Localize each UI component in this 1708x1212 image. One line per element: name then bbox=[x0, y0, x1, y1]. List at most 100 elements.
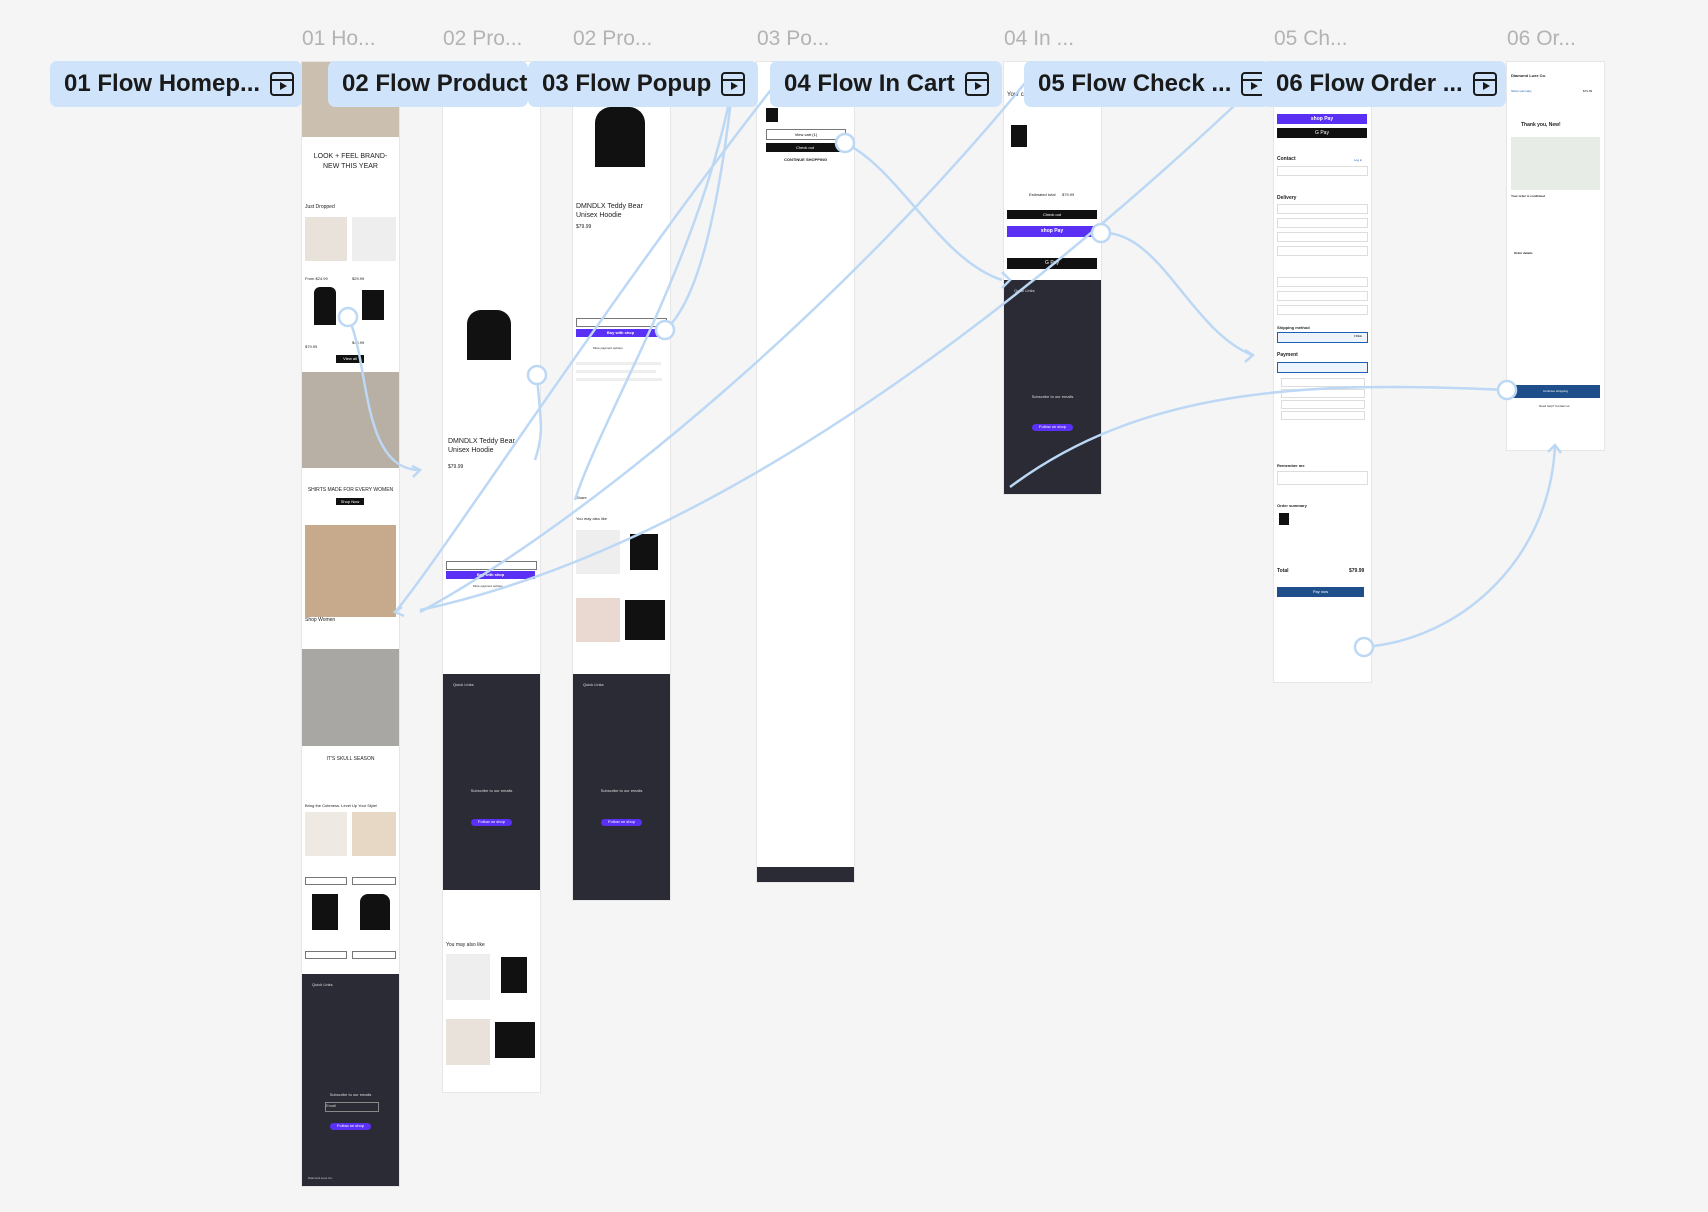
flow-in-cart-label[interactable]: 04 Flow In Cart bbox=[770, 61, 1002, 107]
state-field[interactable] bbox=[1277, 291, 1368, 301]
google-pay-button[interactable]: G Pay bbox=[1007, 258, 1097, 269]
pay-now-button[interactable]: Pay now bbox=[1277, 587, 1364, 597]
product-image[interactable] bbox=[495, 1022, 535, 1058]
zip-field[interactable] bbox=[1277, 305, 1368, 315]
frame-product[interactable]: DMNDLX Teddy Bear Unisex Hoodie $79.99 B… bbox=[443, 62, 540, 1092]
follow-on-shop-button[interactable]: Follow on shop bbox=[1032, 424, 1073, 431]
city-field[interactable] bbox=[1277, 277, 1368, 287]
more-payment-link[interactable]: More payment options bbox=[593, 346, 623, 350]
product-image[interactable] bbox=[360, 894, 390, 930]
shipping-method-heading: Shipping method bbox=[1277, 325, 1310, 330]
flow-product-label[interactable]: 02 Flow Product bbox=[328, 61, 528, 107]
frame-title-order[interactable]: 06 Or... bbox=[1507, 27, 1576, 50]
remember-me-checkbox[interactable] bbox=[1277, 471, 1368, 485]
flow-play-icon[interactable] bbox=[964, 72, 989, 96]
first-name-field[interactable] bbox=[1277, 218, 1368, 228]
flow-play-icon[interactable] bbox=[270, 72, 295, 96]
security-code-field[interactable] bbox=[1281, 400, 1365, 409]
frame-title-home[interactable]: 01 Ho... bbox=[302, 27, 376, 50]
product-image[interactable] bbox=[352, 812, 396, 856]
frame-title-product-1[interactable]: 02 Pro... bbox=[443, 27, 523, 50]
men-banner-image bbox=[302, 372, 399, 468]
frame-title-popup[interactable]: 03 Po... bbox=[757, 27, 830, 50]
google-pay-button[interactable]: G Pay bbox=[1277, 128, 1367, 138]
buy-with-shop-button[interactable]: Buy with shop bbox=[576, 329, 665, 337]
flow-label-text: 06 Flow Order ... bbox=[1276, 70, 1463, 97]
follow-on-shop-button[interactable]: Follow on shop bbox=[330, 1123, 371, 1130]
credit-card-option[interactable] bbox=[1277, 362, 1368, 373]
check-out-button[interactable]: Check out bbox=[766, 143, 844, 152]
add-to-cart-button[interactable] bbox=[305, 877, 347, 885]
choose-options-button[interactable] bbox=[352, 951, 396, 959]
thank-you-heading: Thank you, New! bbox=[1521, 122, 1561, 128]
choose-options-button[interactable] bbox=[305, 951, 347, 959]
shop-now-button[interactable]: Shop Now bbox=[336, 498, 364, 505]
card-number-field[interactable] bbox=[1281, 378, 1365, 387]
product-image[interactable] bbox=[305, 217, 347, 261]
frame-title-in-cart[interactable]: 04 In ... bbox=[1004, 27, 1075, 50]
flow-homepage-label[interactable]: 01 Flow Homep... bbox=[50, 61, 302, 107]
product-image[interactable] bbox=[625, 600, 665, 640]
product-image[interactable] bbox=[501, 957, 527, 993]
product-image[interactable] bbox=[446, 1019, 490, 1065]
subscribe-heading: Subscribe to our emails bbox=[1031, 394, 1074, 399]
flow-popup-label[interactable]: 03 Flow Popup bbox=[528, 61, 758, 107]
check-out-button[interactable]: Check out bbox=[1007, 210, 1097, 219]
product-image[interactable] bbox=[352, 217, 396, 261]
follow-on-shop-button[interactable]: Follow on shop bbox=[601, 819, 642, 826]
product-image[interactable] bbox=[362, 290, 384, 320]
address-field[interactable] bbox=[1277, 246, 1368, 256]
shipping-price: FREE bbox=[1354, 334, 1363, 338]
frame-title-product-2[interactable]: 02 Pro... bbox=[573, 27, 653, 50]
product-image[interactable] bbox=[630, 534, 658, 570]
frame-title-checkout[interactable]: 05 Ch... bbox=[1274, 27, 1348, 50]
shipping-option[interactable] bbox=[1277, 332, 1368, 343]
flow-label-text: 02 Flow Product bbox=[342, 70, 528, 97]
remember-me-heading: Remember me bbox=[1277, 463, 1305, 468]
frame-order[interactable]: Diamond Luxe Co. Show summary $79.99 Tha… bbox=[1507, 62, 1604, 450]
continue-shopping-button[interactable]: Continue shopping bbox=[1511, 385, 1600, 398]
email-input[interactable]: Email bbox=[325, 1102, 379, 1112]
hero-title: LOOK + FEEL BRAND-NEW THIS YEAR bbox=[313, 153, 388, 170]
name-on-card-field[interactable] bbox=[1281, 411, 1365, 420]
flow-play-icon[interactable] bbox=[1472, 72, 1497, 96]
email-field[interactable] bbox=[1277, 166, 1368, 176]
frame-homepage[interactable]: LOOK + FEEL BRAND-NEW THIS YEAR Just Dro… bbox=[302, 62, 399, 1186]
product-image[interactable] bbox=[446, 954, 490, 1000]
connection-handle bbox=[337, 306, 359, 328]
shop-women-link[interactable]: Shop Women bbox=[305, 617, 336, 623]
view-all-button[interactable]: View all bbox=[336, 355, 364, 363]
shop-pay-express-button[interactable]: shop Pay bbox=[1277, 114, 1367, 124]
product-image[interactable] bbox=[305, 812, 347, 856]
follow-on-shop-button[interactable]: Follow on shop bbox=[471, 819, 512, 826]
product-price: $79.99 bbox=[448, 464, 464, 470]
order-item-image bbox=[1279, 513, 1289, 525]
frame-checkout[interactable]: shop Pay G Pay Contact Log in Delivery S… bbox=[1274, 62, 1371, 682]
product-image[interactable] bbox=[467, 310, 511, 360]
subscribe-heading: Subscribe to our emails bbox=[600, 788, 643, 793]
product-image[interactable] bbox=[312, 894, 338, 930]
choose-options-button[interactable] bbox=[352, 877, 396, 885]
connection-handle bbox=[1090, 222, 1112, 244]
country-field[interactable] bbox=[1277, 204, 1368, 214]
continue-shopping-link[interactable]: CONTINUE SHOPPING bbox=[783, 157, 828, 162]
product-image[interactable] bbox=[576, 598, 620, 642]
last-name-field[interactable] bbox=[1277, 232, 1368, 242]
flow-checkout-label[interactable]: 05 Flow Check ... bbox=[1024, 61, 1270, 107]
product-price: $45.99 bbox=[352, 340, 365, 345]
more-payment-link[interactable]: More payment options bbox=[473, 584, 503, 588]
share-link[interactable]: Share bbox=[576, 495, 587, 500]
product-price: $29.99 bbox=[352, 276, 365, 281]
women-banner-image bbox=[305, 525, 396, 617]
flow-popup-icon[interactable] bbox=[721, 72, 746, 96]
product-image[interactable] bbox=[595, 107, 645, 167]
flow-order-label[interactable]: 06 Flow Order ... bbox=[1262, 61, 1506, 107]
product-image[interactable] bbox=[314, 287, 336, 325]
shop-pay-button[interactable]: shop Pay bbox=[1007, 226, 1097, 237]
buy-with-shop-button[interactable]: Buy with shop bbox=[446, 571, 535, 579]
show-summary-link[interactable]: Show summary bbox=[1511, 89, 1532, 93]
login-link[interactable]: Log in bbox=[1354, 158, 1363, 162]
connection-handle bbox=[1496, 379, 1518, 401]
frame-product-variant[interactable]: DMNDLX Teddy Bear Unisex Hoodie $79.99 B… bbox=[573, 62, 670, 900]
